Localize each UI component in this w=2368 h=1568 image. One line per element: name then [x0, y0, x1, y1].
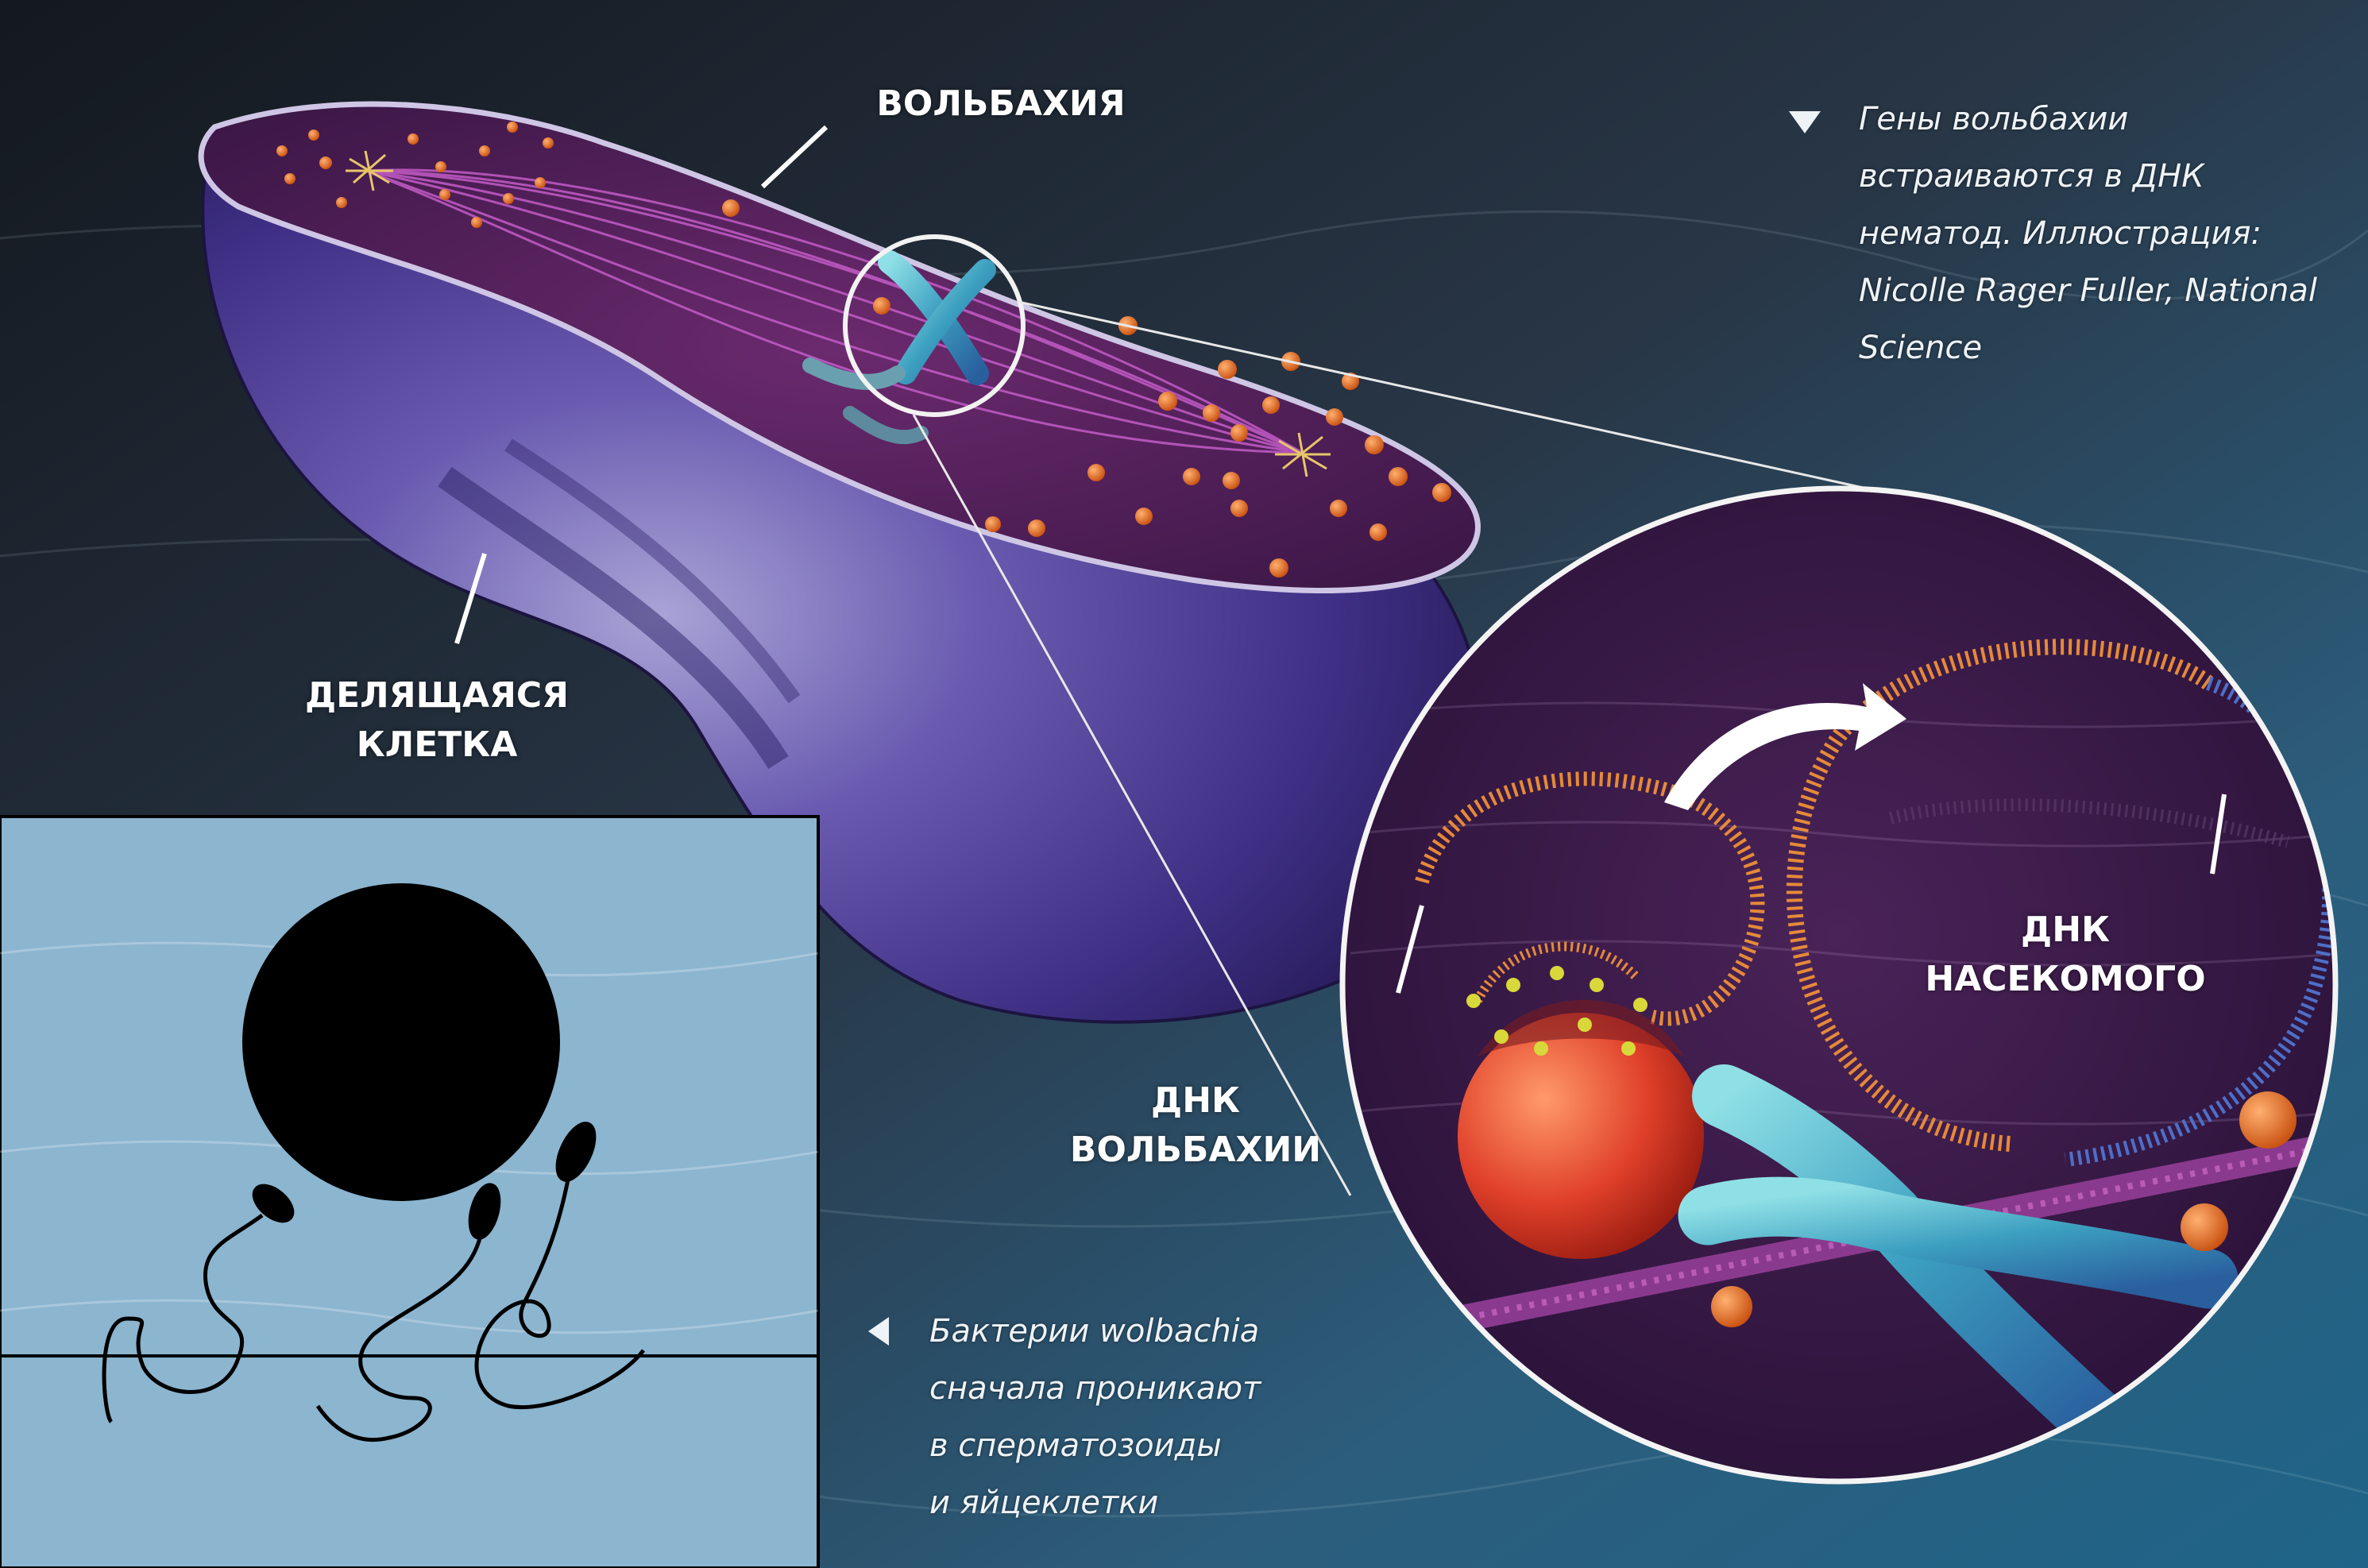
label-wolbachia-dna: ДНК ВОЛЬБАХИИ: [1049, 1076, 1342, 1175]
egg-sperm-inset: [0, 817, 818, 1568]
label-wolbachia: ВОЛЬБАХИЯ: [858, 79, 1144, 129]
label-dividing-cell: ДЕЛЯЩАЯСЯ КЛЕТКА: [262, 671, 612, 770]
caption-bacteria-enter: Бактерии wolbachia сначала проникают в с…: [929, 1303, 1406, 1531]
triangle-down-icon: [1789, 111, 1821, 133]
egg-cell: [242, 883, 560, 1201]
triangle-left-icon: [868, 1317, 889, 1346]
caption-genes-insert: Гены вольбахии встраиваются в ДНК немато…: [1859, 91, 2351, 377]
label-insect-dna: ДНК НАСЕКОМОГО: [1906, 906, 2224, 1004]
